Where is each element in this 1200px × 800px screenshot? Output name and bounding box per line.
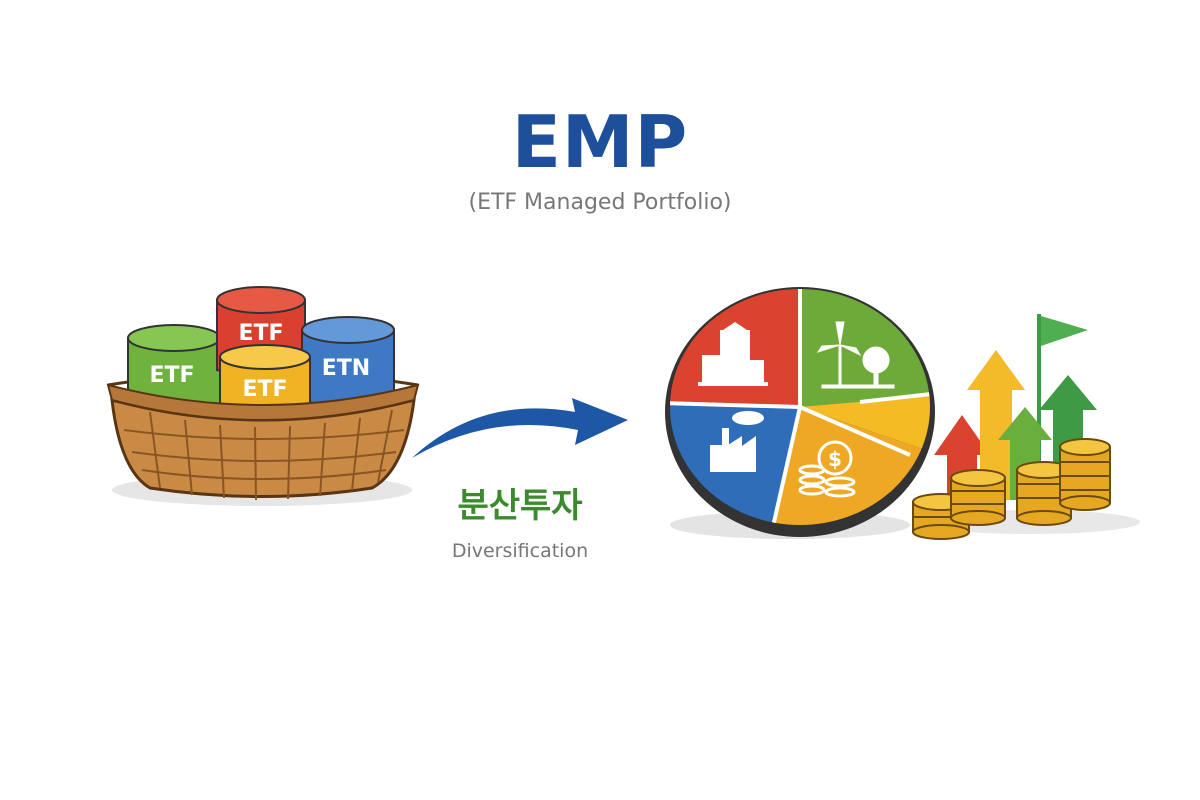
pie-segment-yellow xyxy=(800,395,930,455)
svg-text:ETF: ETF xyxy=(149,363,194,388)
svg-text:ETF: ETF xyxy=(238,321,283,346)
factory-icon xyxy=(710,411,764,472)
wind-turbine-tree-icon xyxy=(816,321,895,389)
svg-text:ETN: ETN xyxy=(322,356,370,381)
svg-text:ETF: ETF xyxy=(242,377,287,402)
buildings-icon xyxy=(698,322,768,386)
page-subtitle: (ETF Managed Portfolio) xyxy=(468,190,732,215)
page-title: EMP xyxy=(511,100,689,184)
portfolio-pie-chart: $ xyxy=(665,287,935,537)
diversification-korean-label: 분산투자 xyxy=(457,486,583,526)
diversification-english-label: Diversification xyxy=(451,540,589,562)
curved-arrow-icon xyxy=(412,398,628,458)
svg-text:$: $ xyxy=(828,447,842,471)
basket-icon xyxy=(106,383,420,501)
coins-dollar-icon: $ xyxy=(798,440,856,498)
coin-stacks-icon xyxy=(912,438,1111,540)
flag-icon xyxy=(1041,316,1088,346)
